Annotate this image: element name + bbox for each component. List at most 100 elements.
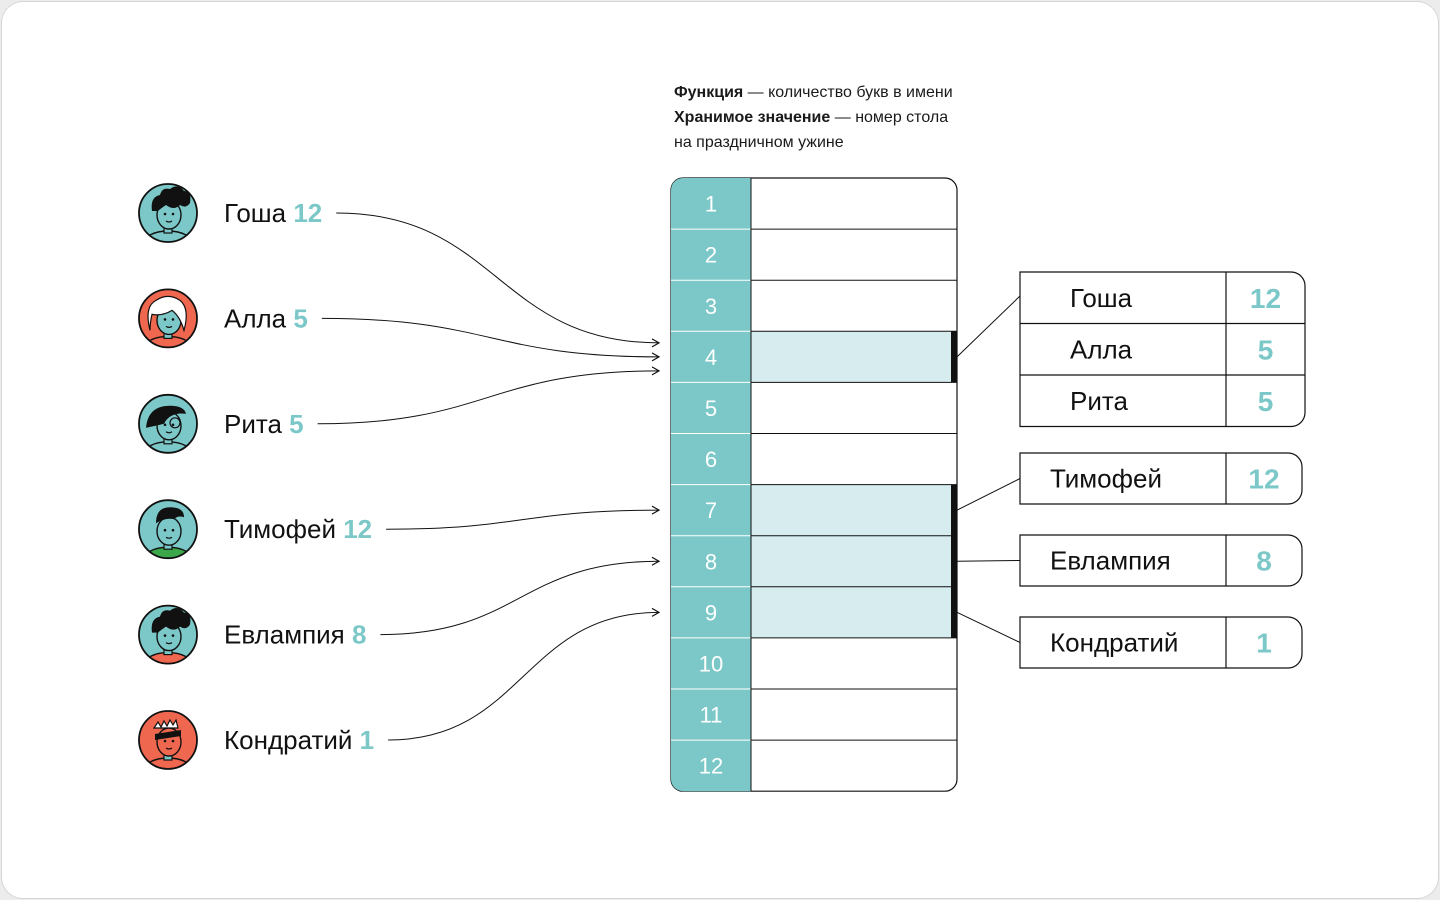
person-name: Гоша xyxy=(224,198,293,228)
avatar xyxy=(138,499,198,560)
bucket-name: Рита xyxy=(1070,386,1128,416)
person-label: Кондратий 1 xyxy=(224,725,374,755)
table-row: 1 xyxy=(705,192,717,217)
slot-marker xyxy=(951,331,957,383)
table-index-label: 8 xyxy=(705,549,717,574)
bucket-frame xyxy=(1019,271,1306,428)
bucket-row: Алла 5 xyxy=(1020,322,1305,365)
table-index-label: 11 xyxy=(700,703,723,728)
connectors xyxy=(317,212,661,741)
person-item: Гоша 12 xyxy=(138,183,322,243)
table-index-label: 5 xyxy=(705,396,717,421)
person-table-number: 5 xyxy=(289,409,303,439)
connector-arrow xyxy=(336,212,661,348)
legend-line-3: на праздничном ужине xyxy=(674,134,844,151)
person-item: Тимофей 12 xyxy=(138,499,372,560)
bucket-name: Алла xyxy=(1070,334,1133,364)
bucket-link xyxy=(956,295,1021,358)
table-index-label: 3 xyxy=(705,294,717,319)
person-label: Рита 5 xyxy=(224,409,304,439)
avatar xyxy=(138,288,198,349)
person-name: Рита xyxy=(224,409,289,439)
table-index-label: 2 xyxy=(705,243,717,268)
person-label: Алла 5 xyxy=(224,303,308,333)
person-item: Рита 5 xyxy=(138,393,304,454)
table-row: 7 xyxy=(671,484,957,536)
bucket-number: 12 xyxy=(1250,283,1281,314)
bucket-number: 5 xyxy=(1258,386,1274,417)
bucket-row: Рита 5 xyxy=(1020,374,1305,417)
person-name: Кондратий xyxy=(224,725,360,755)
legend: Функция — количество букв в имени Храним… xyxy=(674,84,953,151)
bucket-number: 8 xyxy=(1256,546,1272,577)
table-index-label: 6 xyxy=(705,447,717,472)
bucket-frame xyxy=(1019,534,1303,587)
table-index-label: 9 xyxy=(705,600,717,625)
bucket-table: Кондратий 1 xyxy=(1019,616,1303,669)
legend-line-1: Функция — количество букв в имени xyxy=(674,84,953,101)
legend-function-term: Функция xyxy=(674,84,743,101)
table-index-label: 1 xyxy=(705,192,717,217)
table-row: 5 xyxy=(671,381,957,421)
bucket-row: Гоша 12 xyxy=(1070,283,1281,314)
bucket-row: Тимофей 12 xyxy=(1050,464,1280,495)
bucket-table: Евлампия 8 xyxy=(1019,534,1303,587)
bucket-link xyxy=(956,478,1021,511)
person-item: Евлампия 8 xyxy=(138,604,366,665)
bucket-frame xyxy=(1019,616,1303,669)
bucket-table: Тимофей 12 xyxy=(1019,452,1303,505)
table-row: 4 xyxy=(671,330,957,383)
person-table-number: 1 xyxy=(360,725,374,755)
person-table-number: 12 xyxy=(293,198,322,228)
avatar xyxy=(138,183,198,243)
person-label: Евлампия 8 xyxy=(224,620,366,650)
bucket-name: Евлампия xyxy=(1050,546,1171,576)
person-label: Тимофей 12 xyxy=(224,514,372,544)
table-index-label: 10 xyxy=(699,651,723,676)
bucket-name: Тимофей xyxy=(1050,464,1162,494)
bucket-name: Кондратий xyxy=(1050,628,1178,658)
bucket-name: Гоша xyxy=(1070,283,1133,313)
table-row: 10 xyxy=(671,637,957,676)
bucket-number: 5 xyxy=(1258,334,1274,365)
connector-arrow xyxy=(317,366,661,425)
person-item: Алла 5 xyxy=(138,288,308,349)
bucket-number: 1 xyxy=(1256,628,1272,659)
avatar xyxy=(138,604,198,665)
person-table-number: 5 xyxy=(293,303,307,333)
bucket-row: Кондратий 1 xyxy=(1050,628,1272,659)
table-index-label: 7 xyxy=(705,498,717,523)
table-row: 3 xyxy=(671,279,957,319)
legend-value-term: Хранимое значение xyxy=(674,109,830,126)
table-row: 9 xyxy=(671,586,957,638)
person-item: Кондратий 1 xyxy=(138,710,374,770)
table-cell-filled xyxy=(751,331,951,383)
legend-line-2: Хранимое значение — номер стола xyxy=(674,109,948,126)
person-name: Алла xyxy=(224,303,293,333)
person-name: Тимофей xyxy=(224,514,343,544)
table-cell-filled xyxy=(751,484,951,536)
avatar xyxy=(138,710,198,770)
slot-marker xyxy=(951,484,957,638)
table-row: 11 xyxy=(671,688,957,728)
bucket-link xyxy=(956,611,1021,643)
avatar xyxy=(138,393,198,454)
table-row: 2 xyxy=(671,228,957,268)
connector-arrow xyxy=(388,607,661,741)
bucket-number: 12 xyxy=(1248,464,1279,495)
person-name: Евлампия xyxy=(224,620,352,650)
table-row: 6 xyxy=(671,433,957,472)
table-row: 8 xyxy=(671,535,957,587)
bucket-frame xyxy=(1019,452,1303,505)
table-row: 12 xyxy=(671,739,957,779)
person-label: Гоша 12 xyxy=(224,198,322,228)
legend-function-desc: — количество букв в имени xyxy=(743,84,952,101)
person-table-number: 12 xyxy=(343,514,372,544)
bucket-row: Евлампия 8 xyxy=(1050,546,1272,577)
bucket-link xyxy=(956,560,1021,562)
connector-arrow xyxy=(380,556,661,636)
